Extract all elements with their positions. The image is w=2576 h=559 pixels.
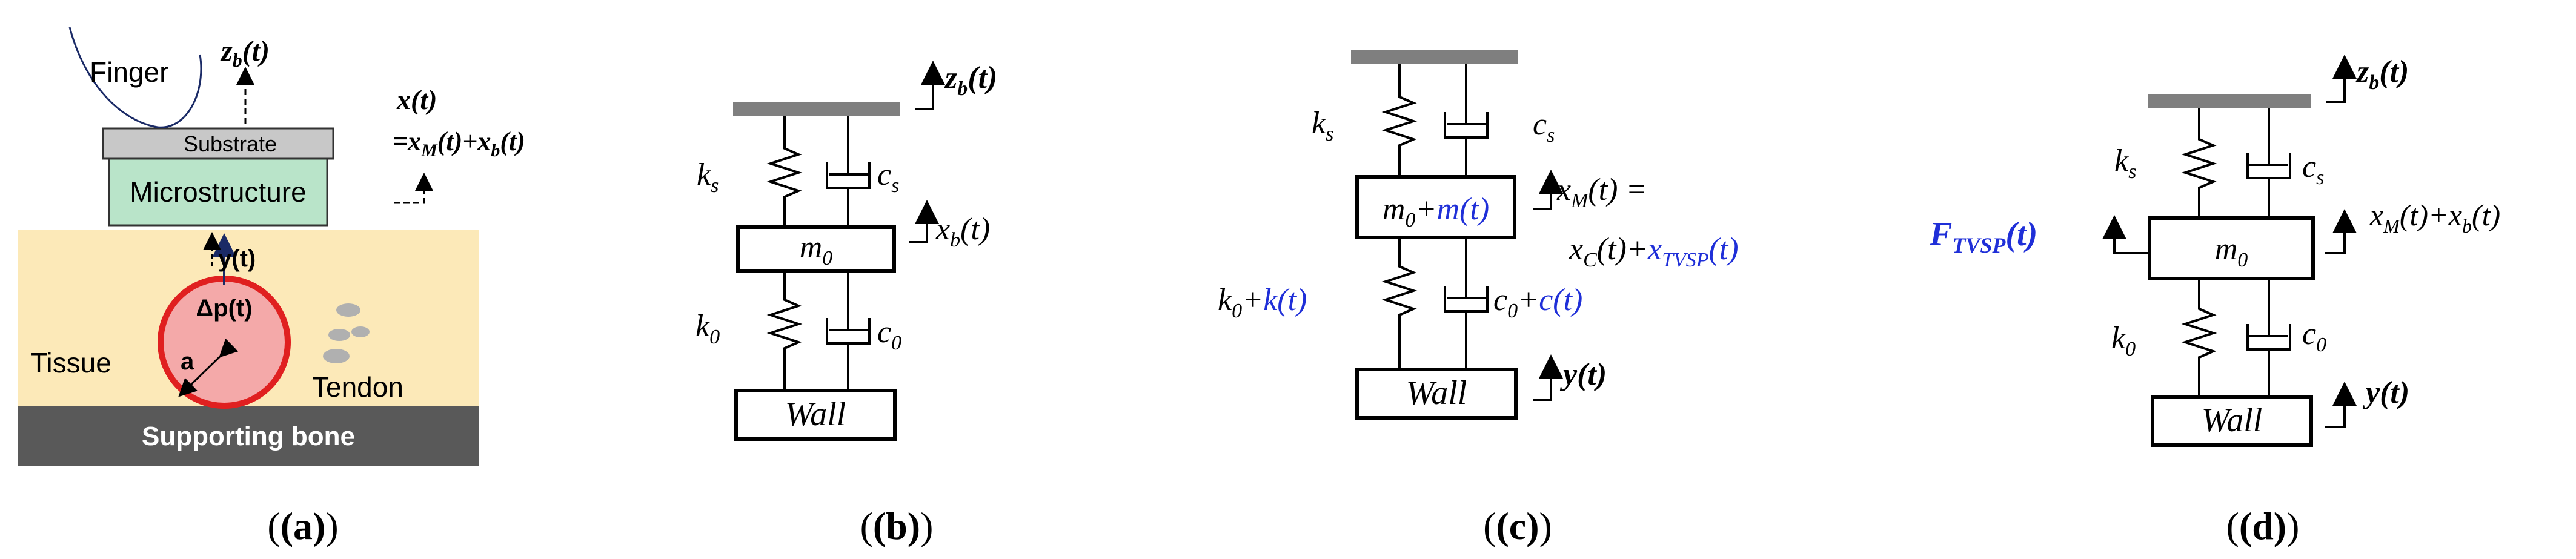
tendon-dot-4 [323,349,350,363]
mass-label-b: m0 [800,230,833,270]
yt-label-c: y(t) [1559,357,1607,392]
wall-label-d: Wall [2202,402,2263,439]
xm-arrow-c [1533,170,1563,210]
supporting-bone-label: Supporting bone [142,422,355,451]
x-equation-a: =xM(t)+xb(t) [393,127,525,160]
cs-label-c: cs [1533,107,1555,147]
yt-label-a: y(t) [218,245,256,272]
zb-arrow-b [915,61,945,110]
force-label-d: FTVSP(t) [1929,216,2037,257]
panel-label-b: ((b)) [860,504,934,547]
force-arrow-d [2102,215,2149,254]
x-arrow-d [2325,209,2357,254]
xm-label-c: xM(t) = [1556,173,1647,212]
microstructure-block [108,157,328,227]
k0-label-d: k0 [2111,321,2136,360]
tendon-dot-2 [328,329,350,341]
wall-label-c: Wall [1406,374,1467,412]
wall-label-b: Wall [785,395,846,433]
spring-ks-d [2181,108,2217,218]
wall-box-b [734,389,897,441]
yt-label-d: y(t) [2362,375,2409,410]
wall-box-c [1355,368,1518,420]
cs-label-b: cs [877,157,899,197]
xt-label-a: x(t) [396,84,437,115]
spring-k0-d [2181,279,2217,397]
supporting-bone [18,406,479,466]
panel-a: Supporting bone Microstructure Substrate… [18,27,525,547]
radius-arrow [178,338,239,397]
k0-label-c: k0+k(t) [1218,283,1307,322]
mass-box-c [1355,175,1516,239]
mass-label-d: m0 [2215,232,2248,271]
delta-p-label: Δp(t) [196,295,252,322]
damper-c0-d [2246,279,2291,397]
zb-label-b: zb(t) [944,61,997,100]
c0-label-c: c0+c(t) [1493,283,1582,322]
ks-label-c: ks [1312,106,1333,145]
spring-ks-b [766,116,803,227]
damper-cs-d [2246,108,2291,218]
microstructure-label: Microstructure [130,176,306,208]
wall-box-d [2151,395,2313,447]
tendon-dot-1 [336,303,360,317]
top-plate-c [1351,50,1518,64]
ks-label-d: ks [2114,144,2136,183]
finger-label: Finger [90,56,168,88]
yt-arrow-d [2325,382,2357,428]
damper-cs-c [1444,64,1489,177]
panel-label-d: ((d)) [2226,504,2300,547]
xb-arrow-b [909,200,939,243]
spring-k0-c [1381,237,1418,369]
panel-b: zb(t) ks cs m0 xb(t) k0 [695,61,997,547]
yt-arrow-c [1533,354,1563,401]
zb-label-d: zb(t) [2355,55,2409,94]
tendon-label: Tendon [312,371,403,403]
c0-label-b: c0 [877,315,901,354]
finger-outline [68,27,202,128]
spring-ks-c [1381,64,1418,177]
top-plate-d [2148,94,2311,108]
tendon-dot-3 [351,326,370,337]
damper-c0-c [1444,237,1489,369]
panel-d: zb(t) ks cs FTVSP(t) m0 xM(t)+xb(t) k [1929,55,2500,547]
zb-label-a: zb(t) [220,35,270,71]
substrate-label: Substrate [184,131,277,156]
k0-label-b: k0 [695,309,720,348]
xb-label-b: xb(t) [935,212,990,251]
radius-label: a [181,348,194,375]
panel-label-a: ((a)) [267,504,338,547]
xc-xtvsp-label-c: xC(t)+xTVSP(t) [1569,232,1739,271]
x-label-d: xM(t)+xb(t) [2369,198,2500,237]
mass-box-d [2148,216,2315,280]
cs-label-d: cs [2302,150,2324,189]
panel-c: ks cs m0+m(t) xM(t) = xC(t)+xTVSP(t) k0+… [1218,50,1739,547]
x-arrow-a [394,173,433,204]
damper-cs-b [826,116,871,227]
zb-arrow-d [2326,55,2357,103]
panel-label-c: ((c)) [1483,504,1552,547]
spring-k0-b [766,271,803,391]
c0-label-d: c0 [2302,317,2326,356]
top-plate-b [733,102,900,116]
tissue-label: Tissue [30,347,111,379]
damper-c0-b [826,271,871,391]
mass-box-b [736,225,896,273]
substrate-block [102,127,334,160]
mass-label-c: m0+m(t) [1383,192,1489,231]
ks-label-b: ks [697,157,719,197]
